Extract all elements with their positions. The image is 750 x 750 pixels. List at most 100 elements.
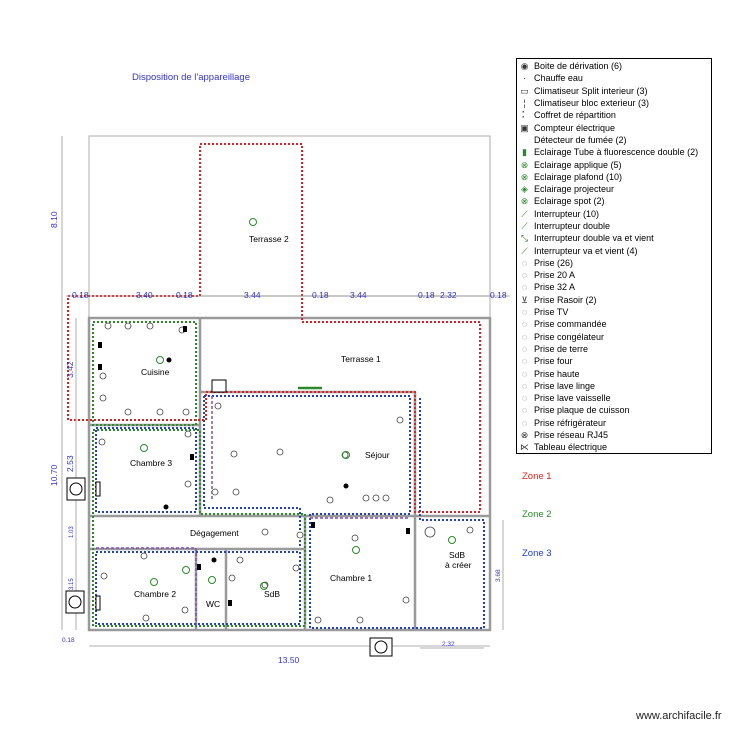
legend-item-label: Prise commandée bbox=[534, 319, 607, 330]
ceiling-light-icon bbox=[156, 356, 164, 364]
outlet-icon bbox=[104, 322, 112, 330]
oven-outlet-icon: ◌ bbox=[521, 356, 528, 367]
rj45-outlet-icon: ⊗ bbox=[520, 430, 529, 441]
outlet-icon bbox=[98, 438, 106, 446]
outlet-icon bbox=[424, 526, 436, 538]
outlet-icon bbox=[326, 496, 334, 504]
legend-item: ▣Compteur électrique bbox=[519, 121, 711, 133]
split-ac-indoor-icon: ▭ bbox=[520, 85, 529, 96]
legend-item-label: Eclairage applique (5) bbox=[534, 159, 622, 170]
legend-item-label: Prise lave linge bbox=[534, 380, 596, 391]
legend-item: ⊗Eclairage spot (2) bbox=[519, 195, 711, 207]
zone2-label: Zone 2 bbox=[522, 509, 552, 520]
legend-item-label: Interrupteur double bbox=[534, 221, 611, 231]
two-way-switch-icon: ⟋ bbox=[521, 245, 528, 256]
outlet-icon bbox=[182, 408, 190, 416]
double-switch-icon: ⟋ bbox=[521, 221, 528, 231]
ac-outdoor-fan-icon bbox=[69, 482, 83, 496]
outlet-icon bbox=[184, 430, 192, 438]
legend-item-label: Prise lave vaisselle bbox=[534, 393, 611, 404]
legend-item-label: Prise Rasoir (2) bbox=[534, 294, 597, 305]
zone1-label: Zone 1 bbox=[522, 471, 552, 482]
outlet-icon bbox=[372, 494, 380, 502]
room-chambre1: Chambre 1 bbox=[330, 573, 372, 583]
ac-outdoor-icon: ¦ bbox=[523, 98, 526, 109]
legend-item-label: Prise four bbox=[534, 356, 573, 367]
dim-bottom-sdb: 2.32 bbox=[442, 641, 455, 648]
junction-box-icon bbox=[211, 557, 217, 563]
legend-item-label: Compteur électrique bbox=[534, 122, 616, 133]
outlet-icon bbox=[236, 556, 244, 564]
legend-item-label: Climatiseur Split interieur (3) bbox=[534, 85, 648, 96]
outlet-20a-icon: ◌ bbox=[521, 270, 528, 281]
room-labels: Terrasse 2 Terrasse 1 Cuisine Séjour Cha… bbox=[130, 234, 472, 609]
dim-left-small: 1.03 bbox=[69, 526, 75, 538]
outlet-icon bbox=[214, 402, 222, 410]
legend-item-label: Prise de terre bbox=[534, 343, 589, 354]
outlet-icon bbox=[314, 616, 322, 624]
legend-item: ◌Prise lave linge bbox=[519, 380, 711, 392]
outlet-icon bbox=[261, 528, 269, 536]
dim-row-6: 3.44 bbox=[350, 290, 367, 300]
legend-item-label: Interrupteur double va et vient bbox=[534, 233, 654, 244]
legend-item-label: Tableau électrique bbox=[534, 442, 608, 453]
water-heater-icon: · bbox=[523, 73, 526, 84]
legend-item: ◌ Prise four bbox=[519, 355, 711, 367]
legend-item-label: Prise réseau RJ45 bbox=[534, 430, 609, 441]
room-terrasse2: Terrasse 2 bbox=[249, 234, 289, 244]
switch-icon: ⟋ bbox=[521, 208, 528, 219]
outlet-symbols bbox=[98, 322, 474, 624]
ac-outdoor-fan-icon bbox=[68, 595, 82, 609]
switch-icon bbox=[190, 454, 194, 460]
dimension-labels: 8.10 10.70 3.42 2.53 1.03 3.15 0.18 0.18… bbox=[49, 211, 507, 665]
legend-item-label: Eclairage Tube à fluorescence double (2) bbox=[534, 147, 699, 158]
legend-item-label: Interrupteur (10) bbox=[534, 208, 600, 219]
legend-item-label: Prise haute bbox=[534, 368, 580, 379]
dim-row-9: 0.18 bbox=[490, 290, 507, 300]
legend-item: ⤡ Interrupteur double va et vient bbox=[519, 232, 711, 244]
switch-icon bbox=[197, 564, 201, 570]
legend-item-label: Détecteur de fumée (2) bbox=[534, 134, 627, 145]
legend-item: ◌Prise de terre bbox=[519, 343, 711, 355]
legend-item-label: Prise TV bbox=[534, 307, 569, 318]
outlet-icon bbox=[466, 526, 474, 534]
legend-item: ▭ Climatiseur Split interieur (3) bbox=[519, 85, 711, 97]
outlet-32a-icon: ◌ bbox=[521, 282, 528, 293]
ac-outdoor-icon bbox=[65, 590, 85, 614]
legend-item: ·Chauffe eau bbox=[519, 72, 711, 84]
legend-item: ¦Climatiseur bloc exterieur (3) bbox=[519, 97, 711, 109]
outlet-icon bbox=[156, 408, 164, 416]
outlet-icon: ◌ bbox=[521, 257, 528, 268]
electrical-panel-icon: ⋉ bbox=[520, 442, 529, 453]
dim-bottom-corner: 0.18 bbox=[62, 637, 75, 644]
ac-outdoor-icon bbox=[369, 637, 393, 657]
ceiling-light-icon bbox=[249, 218, 257, 226]
legend-item: Détecteur de fumée (2) bbox=[519, 134, 711, 146]
junction-box-icon bbox=[343, 483, 349, 489]
outlet-icon bbox=[382, 494, 390, 502]
zone2-outline bbox=[92, 321, 306, 627]
plan-title: Disposition de l'appareillage bbox=[132, 72, 250, 83]
double-two-way-switch-icon: ⤡ bbox=[520, 233, 529, 244]
legend-item: ◌ Prise commandée bbox=[519, 318, 711, 330]
ceiling-light-icon bbox=[448, 536, 456, 544]
legend-item: ⊗ Prise réseau RJ45 bbox=[519, 429, 711, 441]
light-symbols bbox=[140, 218, 456, 590]
legend-item-label: Prise 32 A bbox=[534, 282, 576, 293]
dim-left-kitchen: 3.42 bbox=[65, 361, 75, 378]
dim-left-chambre3: 2.53 bbox=[65, 455, 75, 472]
legend-item-label: Eclairage projecteur bbox=[534, 184, 615, 195]
split-ac-indoor-icon bbox=[95, 481, 101, 497]
ceiling-light-icon bbox=[150, 578, 158, 586]
outlet-icon bbox=[211, 488, 219, 496]
controlled-outlet-icon: ◌ bbox=[521, 319, 528, 330]
switch-icon bbox=[98, 342, 102, 348]
ac-outdoor-fan-icon bbox=[374, 640, 388, 654]
dim-row-3: 0.18 bbox=[176, 290, 193, 300]
spot-light-icon: ⊗ bbox=[520, 196, 529, 207]
legend-item: ◌Prise congélateur bbox=[519, 331, 711, 343]
legend-item: ◈Eclairage projecteur bbox=[519, 183, 711, 195]
outlet-icon bbox=[184, 480, 192, 488]
dim-left-chambre2: 3.15 bbox=[69, 578, 75, 590]
distribution-box-icon: ⠅ bbox=[521, 110, 528, 121]
